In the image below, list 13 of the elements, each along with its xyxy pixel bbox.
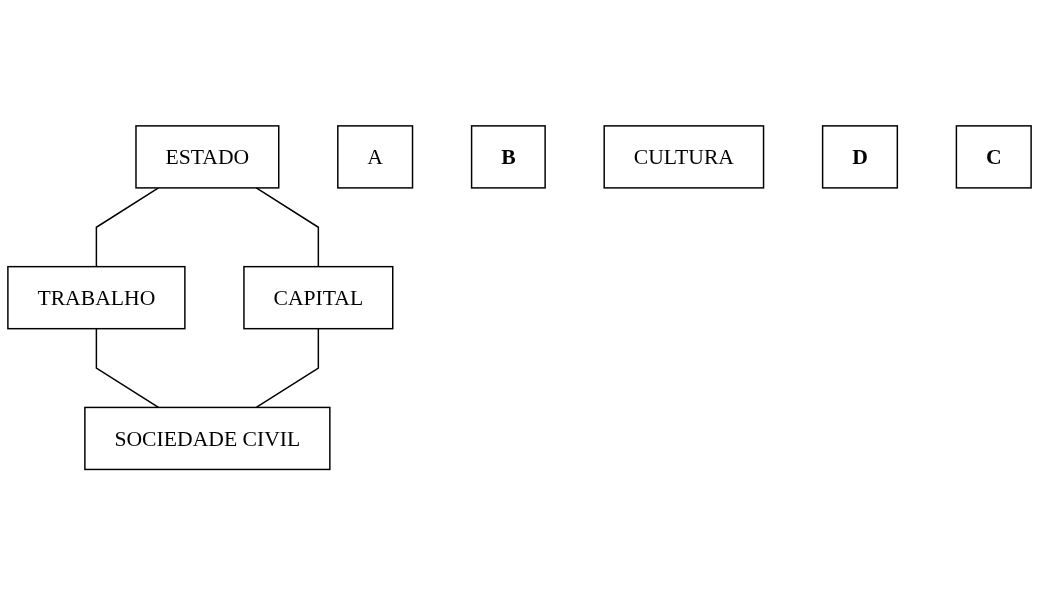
node-box: D (821, 125, 899, 189)
connector (95, 328, 160, 409)
node-box: A (337, 125, 414, 189)
node-box: C (955, 125, 1032, 189)
connector (255, 328, 320, 409)
node-box: TRABALHO (7, 266, 186, 330)
node-box: ESTADO (135, 125, 280, 189)
connector (95, 187, 160, 268)
node-box: B (470, 125, 546, 189)
connector (255, 187, 320, 268)
node-box: SOCIEDADE CIVIL (84, 407, 331, 471)
node-box: CAPITAL (243, 266, 394, 330)
node-box: CULTURA (603, 125, 765, 189)
